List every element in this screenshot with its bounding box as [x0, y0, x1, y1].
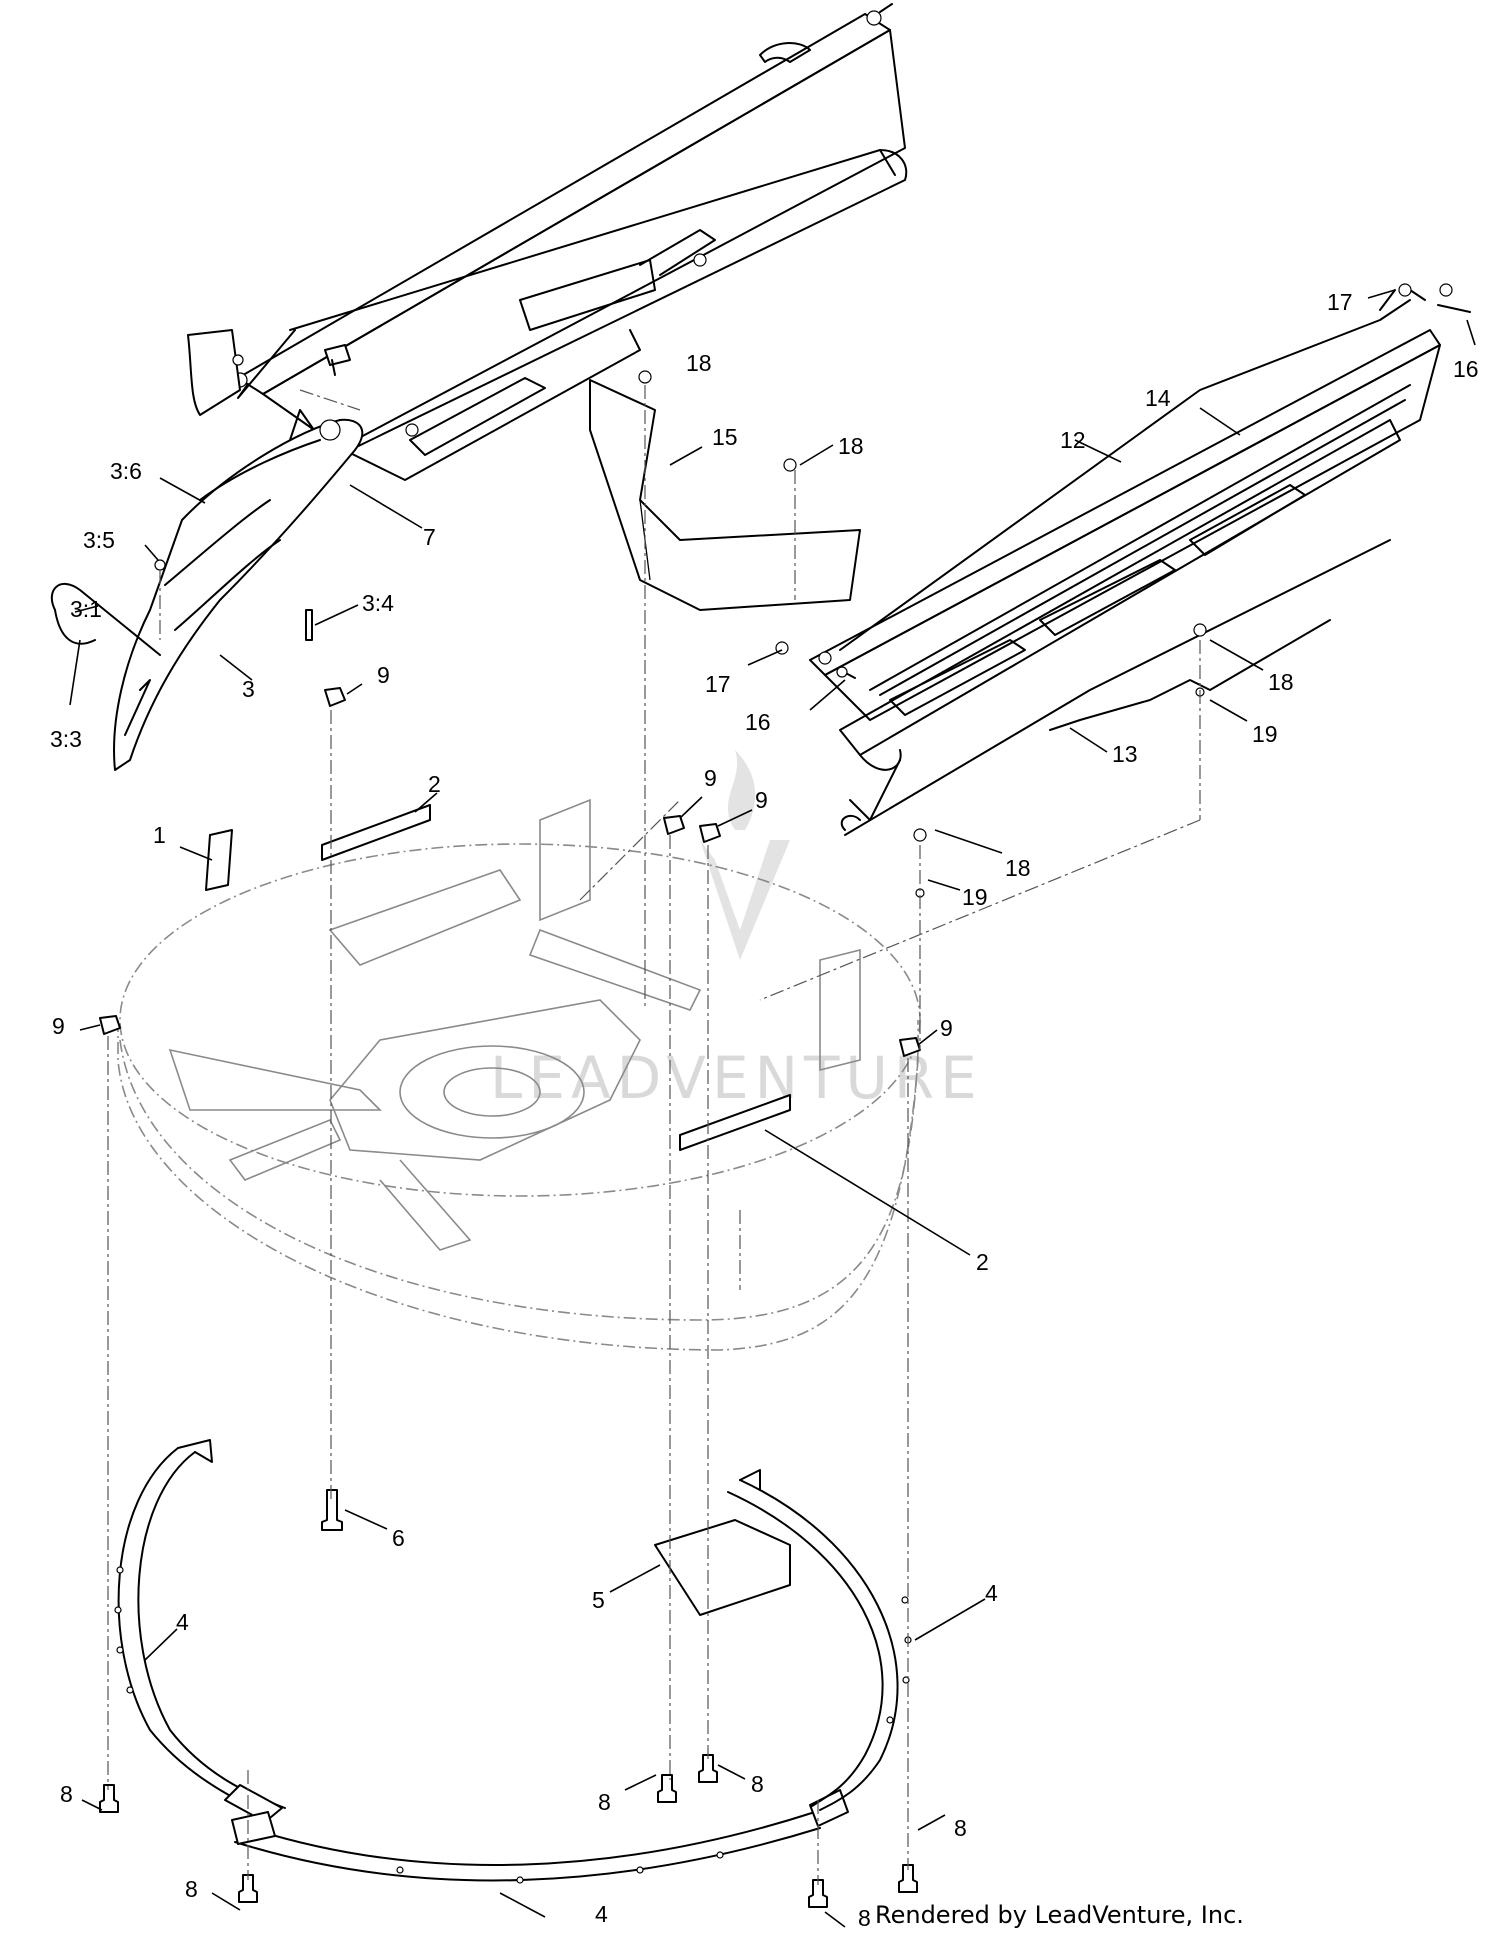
callout-3: 3: [242, 676, 255, 702]
center-lines: [107, 385, 1201, 1885]
callout-labels: 1 2 2 3 3:1 3:3 3:4 3:5 3:6 4 4 4 5 6 7 …: [50, 289, 1479, 1931]
callout-8-f: 8: [858, 1905, 871, 1931]
callout-15: 15: [712, 424, 738, 450]
callout-1: 1: [153, 822, 166, 848]
pin-3-4: [305, 609, 313, 641]
right-chute-assembly: [775, 283, 1471, 836]
callout-18-a: 18: [686, 350, 712, 376]
callout-3-6: 3:6: [110, 458, 142, 484]
callout-19-b: 19: [962, 884, 988, 910]
callout-2-lower: 2: [976, 1249, 989, 1275]
callout-2-upper: 2: [428, 771, 441, 797]
callout-17-b: 17: [1327, 289, 1353, 315]
callout-18-b: 18: [838, 433, 864, 459]
leader-lines: [69, 289, 1476, 1928]
callout-13: 13: [1112, 741, 1138, 767]
callout-9-c: 9: [755, 787, 768, 813]
deflector-assembly-3: [50, 329, 364, 771]
decal-2-lower: [679, 1094, 791, 1151]
callout-12: 12: [1060, 427, 1086, 453]
callout-16-b: 16: [1453, 356, 1479, 382]
leadventure-watermark: LEADVENTURE: [490, 750, 983, 1112]
decal-2-upper: [321, 804, 431, 861]
plate-15: [589, 379, 861, 611]
skirt-band-4: [114, 1439, 912, 1884]
callout-4-right: 4: [985, 1580, 998, 1606]
callout-7: 7: [423, 524, 436, 550]
bracket-5: [654, 1519, 791, 1616]
callout-3-4: 3:4: [362, 590, 394, 616]
callout-18-c: 18: [1268, 669, 1294, 695]
callout-8-b: 8: [598, 1789, 611, 1815]
callout-16-a: 16: [745, 709, 771, 735]
wing-nut-7: [324, 344, 351, 376]
callout-3-3: 3:3: [50, 726, 82, 752]
callout-9-a: 9: [377, 662, 390, 688]
callout-9-b: 9: [704, 765, 717, 791]
decal-1: [205, 829, 233, 891]
bolts: [99, 1489, 918, 1908]
footer-credit: Rendered by LeadVenture, Inc.: [875, 1901, 1244, 1929]
callout-8-c: 8: [751, 1771, 764, 1797]
callout-3-5: 3:5: [83, 527, 115, 553]
washer-3-5: [154, 559, 166, 571]
callout-4-bottom: 4: [595, 1901, 608, 1927]
watermark-text: LEADVENTURE: [490, 1044, 983, 1112]
callout-6: 6: [392, 1525, 405, 1551]
small-fasteners: [638, 370, 1207, 898]
callout-18-d: 18: [1005, 855, 1031, 881]
callout-9-e: 9: [940, 1015, 953, 1041]
callout-5: 5: [592, 1587, 605, 1613]
callout-19-a: 19: [1252, 721, 1278, 747]
callout-8-e: 8: [185, 1876, 198, 1902]
callout-4-left: 4: [176, 1609, 189, 1635]
callout-14: 14: [1145, 385, 1171, 411]
callout-3-1: 3:1: [70, 596, 102, 622]
callout-8-a: 8: [60, 1781, 73, 1807]
upper-chute-assembly: [217, 3, 908, 481]
nuts-9: [99, 687, 921, 1057]
callout-9-d: 9: [52, 1013, 65, 1039]
callout-8-d: 8: [954, 1815, 967, 1841]
callout-17-a: 17: [705, 671, 731, 697]
